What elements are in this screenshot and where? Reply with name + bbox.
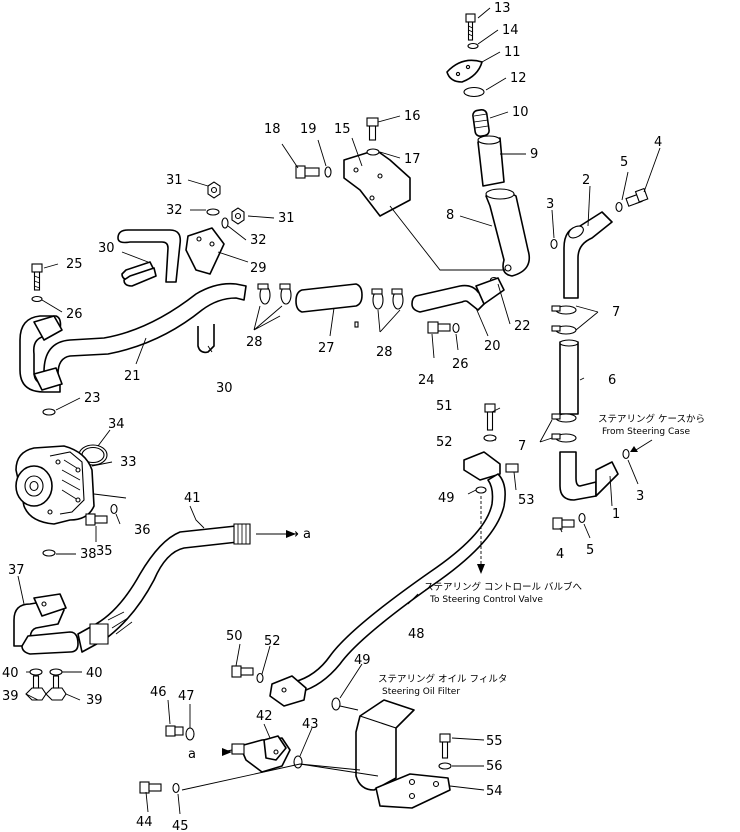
label-32-a: 32	[166, 203, 183, 218]
label-13: 13	[494, 1, 511, 16]
label-47: 47	[178, 689, 195, 704]
pipe-48-assembly	[231, 403, 519, 711]
label-3: 3	[546, 197, 554, 212]
label-8: 8	[446, 208, 454, 223]
label-33: 33	[120, 455, 137, 470]
bracket-assembly-15	[295, 117, 506, 271]
label-39-a: 39	[2, 689, 19, 704]
label-39-b: 39	[86, 693, 103, 708]
label-48: 48	[408, 627, 425, 642]
label-22: 22	[514, 319, 531, 334]
label-6: 6	[608, 373, 616, 388]
label-31-a: 31	[166, 173, 183, 188]
label-25: 25	[66, 257, 83, 272]
center-hose-assembly	[257, 277, 505, 334]
label-28-b: 28	[376, 345, 393, 360]
ref-a-right: → a	[288, 527, 311, 542]
label-54: 54	[486, 784, 503, 799]
note-oil-filter-en: Steering Oil Filter	[382, 687, 460, 697]
label-40-b: 40	[86, 666, 103, 681]
label-3-b: 3	[636, 489, 644, 504]
label-29: 29	[250, 261, 267, 276]
label-27: 27	[318, 341, 335, 356]
label-35: 35	[96, 544, 113, 559]
label-41: 41	[184, 491, 201, 506]
label-5: 5	[620, 155, 628, 170]
label-42: 42	[256, 709, 273, 724]
filler-tube-assembly	[446, 13, 531, 284]
label-7-a: 7	[612, 305, 620, 320]
label-37: 37	[8, 563, 25, 578]
label-52-b: 52	[264, 634, 281, 649]
label-49-b: 49	[354, 653, 371, 668]
label-14: 14	[502, 23, 519, 38]
right-pipe-assembly	[550, 187, 649, 530]
label-32-b: 32	[250, 233, 267, 248]
label-46: 46	[150, 685, 167, 700]
note-steering-case-en: From Steering Case	[602, 427, 690, 437]
label-51: 51	[436, 399, 453, 414]
label-53: 53	[518, 493, 535, 508]
part-number-labels: 13 14 11 12 10 9 16 17 15 18 19 8 2 5 4 …	[2, 1, 662, 832]
label-4: 4	[654, 135, 662, 150]
label-15: 15	[334, 122, 351, 137]
suction-hose-assembly	[13, 523, 251, 701]
label-11: 11	[504, 45, 521, 60]
label-49-a: 49	[438, 491, 455, 506]
label-31-b: 31	[278, 211, 295, 226]
label-19: 19	[300, 122, 317, 137]
label-23: 23	[84, 391, 101, 406]
label-2: 2	[582, 173, 590, 188]
label-17: 17	[404, 152, 421, 167]
label-38: 38	[80, 547, 97, 562]
label-43: 43	[302, 717, 319, 732]
pipe-21-assembly	[19, 181, 247, 393]
note-control-valve-jp: ステアリング コントロール バルブへ	[424, 581, 583, 593]
label-30-a: 30	[98, 241, 115, 256]
label-36: 36	[134, 523, 151, 538]
label-52-a: 52	[436, 435, 453, 450]
label-44: 44	[136, 815, 153, 830]
label-12: 12	[510, 71, 527, 86]
filter-assembly	[139, 699, 452, 809]
label-18: 18	[264, 122, 281, 137]
ref-a-left: a	[188, 747, 196, 762]
note-control-valve-en: To Steering Control Valve	[429, 595, 543, 605]
pump-assembly-33	[15, 408, 127, 557]
label-26-a: 26	[66, 307, 83, 322]
label-10: 10	[512, 105, 529, 120]
label-4-b: 4	[556, 547, 564, 562]
label-21: 21	[124, 369, 141, 384]
label-30-b: 30	[216, 381, 233, 396]
label-24: 24	[418, 373, 435, 388]
note-oil-filter-jp: ステアリング オイル フィルタ	[378, 673, 507, 685]
label-9: 9	[530, 147, 538, 162]
note-steering-case-jp: ステアリング ケースから	[598, 413, 705, 425]
label-7-b: 7	[518, 439, 526, 454]
annotation-notes: ステアリング ケースから From Steering Case ステアリング コ…	[378, 413, 705, 697]
label-28-a: 28	[246, 335, 263, 350]
label-1: 1	[612, 507, 620, 522]
label-55: 55	[486, 734, 503, 749]
label-16: 16	[404, 109, 421, 124]
leader-lines	[17, 7, 661, 815]
label-20: 20	[484, 339, 501, 354]
label-5-b: 5	[586, 543, 594, 558]
label-56: 56	[486, 759, 503, 774]
label-45: 45	[172, 819, 189, 832]
label-50: 50	[226, 629, 243, 644]
label-26-b: 26	[452, 357, 469, 372]
label-34: 34	[108, 417, 125, 432]
label-40-a: 40	[2, 666, 19, 681]
